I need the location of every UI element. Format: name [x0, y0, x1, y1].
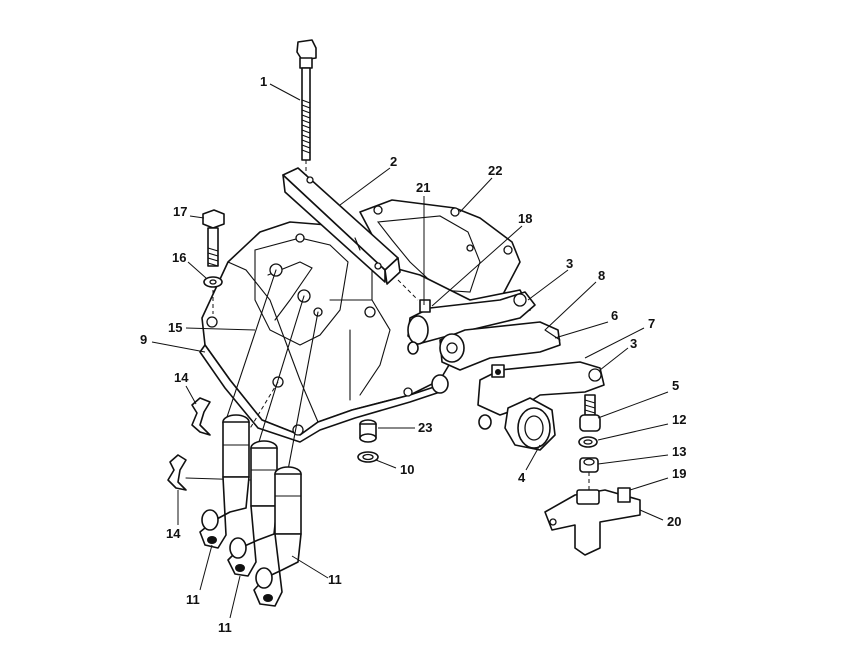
callout-15: 15 [168, 320, 182, 335]
spring-clip-upper [191, 397, 211, 436]
callout-16: 16 [172, 250, 186, 265]
callout-6: 6 [611, 308, 618, 323]
callout-14-lower: 14 [166, 526, 181, 541]
rocker-shaft [282, 167, 419, 301]
tappet-left [199, 414, 250, 549]
rocker-arm-lower [431, 361, 605, 416]
callout-18: 18 [518, 211, 532, 226]
callout-11-left: 11 [186, 592, 200, 607]
adjuster-nut [579, 457, 599, 490]
callout-14-upper: 14 [174, 370, 189, 385]
adjusting-screw [579, 394, 601, 432]
callout-12: 12 [672, 412, 686, 427]
tappet-right [253, 466, 302, 607]
cap-screw [202, 209, 225, 267]
callout-23: 23 [418, 420, 432, 435]
callout-17: 17 [173, 204, 187, 219]
plug [359, 419, 377, 443]
callout-10: 10 [400, 462, 414, 477]
housing-cover [359, 199, 521, 313]
callout-11-right: 11 [328, 572, 342, 587]
tappet-middle [227, 440, 278, 577]
rocker-arm-upper [407, 291, 536, 355]
callout-3-upper: 3 [566, 256, 573, 271]
callout-21: 21 [416, 180, 430, 195]
callout-13: 13 [672, 444, 686, 459]
callout-20: 20 [667, 514, 681, 529]
long-bolt [296, 39, 317, 178]
roller-follower [478, 397, 556, 451]
callout-22: 22 [488, 163, 502, 178]
callout-5: 5 [672, 378, 679, 393]
rocker-arm-middle [439, 321, 561, 371]
callout-2: 2 [390, 154, 397, 169]
lock-nut [578, 436, 598, 448]
callout-4: 4 [518, 470, 526, 485]
callout-8: 8 [598, 268, 605, 283]
callout-3-lower: 3 [630, 336, 637, 351]
retaining-clip [357, 451, 379, 463]
callout-1: 1 [260, 74, 267, 89]
pushrod-guidelines [225, 269, 319, 471]
callout-labels: 1 2 22 21 18 17 16 15 9 3 8 6 7 3 5 12 1… [140, 74, 686, 635]
leader-lines [151, 83, 669, 619]
valve-bridge [544, 487, 641, 556]
callout-9: 9 [140, 332, 147, 347]
callout-11-bottom: 11 [218, 620, 232, 635]
washer [203, 276, 223, 314]
callout-19: 19 [672, 466, 686, 481]
callout-7: 7 [648, 316, 655, 331]
